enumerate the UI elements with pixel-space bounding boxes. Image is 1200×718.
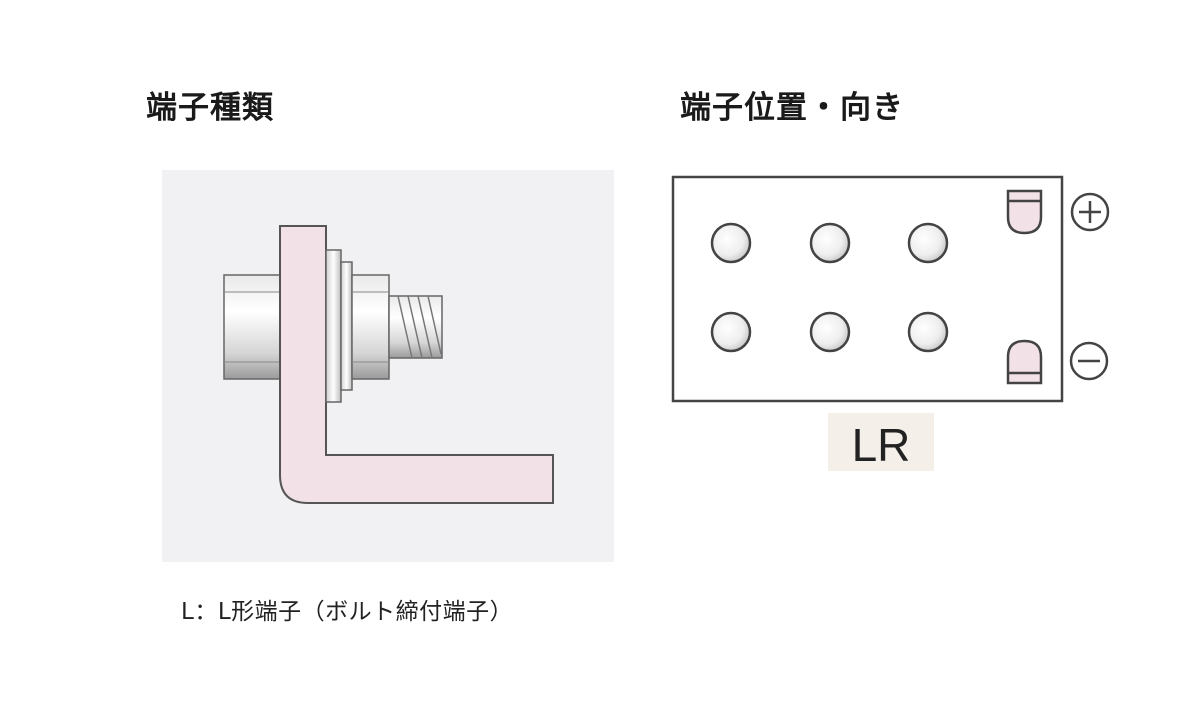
minus-symbol-icon [1069,341,1109,381]
terminal-position-heading: 端子位置・向き [680,90,904,126]
vent-cap [907,311,949,353]
negative-terminal [1006,339,1043,385]
battery-outline [671,175,1064,403]
vent-cap [710,311,752,353]
terminal-type-heading: 端子種類 [146,90,274,126]
positive-terminal [1006,189,1043,235]
terminal-position-code: LR [828,413,934,471]
plus-symbol-icon [1070,192,1110,232]
vent-cap [809,222,851,264]
battery-top-layout [671,175,1111,405]
right-nut-shape [351,274,390,380]
vent-cap [907,222,949,264]
nut-shape [223,274,283,380]
l-terminal-illustration [223,225,554,504]
vent-cap [809,311,851,353]
l-terminal-plate [279,225,554,504]
terminal-illustration-panel [162,170,614,562]
washer-shape [325,249,353,403]
battery-top-view [671,175,1110,403]
bolt-thread-shape [388,295,443,359]
vent-cap [710,222,752,264]
terminal-type-caption: L：L形端子（ボルト締付端子） [181,599,514,625]
